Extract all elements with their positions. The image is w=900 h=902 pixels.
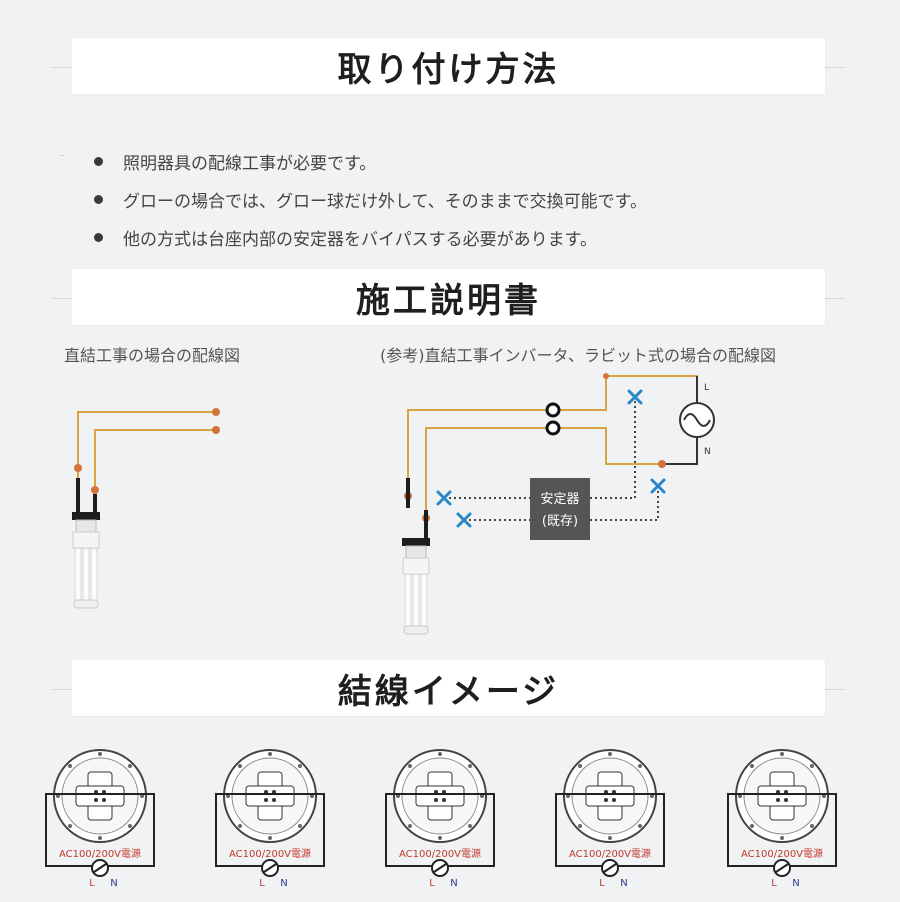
wire-junction-dot bbox=[91, 486, 99, 494]
wire-2 bbox=[425, 427, 662, 510]
power-label: AC100/200V電源 bbox=[59, 847, 141, 860]
section-title: 取り付け方法 bbox=[337, 49, 560, 90]
wire-connector-icon bbox=[545, 420, 561, 436]
wiring-diagrams: L N 安定器 (既存) bbox=[71, 373, 715, 635]
ballast-sub-label: (既存) bbox=[542, 514, 578, 529]
wire-end-dot bbox=[658, 460, 666, 468]
old-wire-dotted bbox=[590, 396, 636, 499]
wire-end-dot bbox=[603, 373, 609, 379]
wire-2 bbox=[94, 429, 216, 494]
wire-1 bbox=[77, 411, 216, 500]
inverter-wiring-diagram: L N 安定器 (既存) bbox=[401, 373, 715, 635]
direct-diagram-caption: 直結工事の場合の配線図 bbox=[64, 346, 241, 365]
header-rule-left bbox=[52, 689, 72, 690]
header-rule-left bbox=[52, 298, 72, 299]
section-construction-header: 施工説明書 bbox=[0, 269, 900, 329]
inverter-diagram-caption: (参考)直結工事インバータ、ラビット式の場合の配線図 bbox=[380, 346, 777, 365]
n-label: N bbox=[450, 878, 457, 889]
sine-wave-icon bbox=[683, 413, 711, 427]
list-item: 照明器具の配線工事が必要です。 bbox=[90, 142, 850, 180]
n-label: N bbox=[620, 878, 627, 889]
lead-wire bbox=[93, 494, 97, 512]
note-text: 他の方式は台座内部の安定器をバイパスする必要があります。 bbox=[123, 229, 597, 250]
l-label: L bbox=[771, 878, 777, 889]
direct-wiring-diagram bbox=[71, 408, 220, 609]
header-rule-left bbox=[52, 67, 72, 68]
header-box: 取り付け方法 bbox=[72, 38, 825, 94]
header-box: 結線イメージ bbox=[72, 660, 825, 716]
n-label: N bbox=[110, 878, 117, 889]
l-label: L bbox=[599, 878, 605, 889]
n-label: N bbox=[280, 878, 287, 889]
list-item: 他の方式は台座内部の安定器をバイパスする必要があります。 bbox=[90, 218, 850, 256]
lead-wire bbox=[76, 478, 80, 512]
power-label: AC100/200V電源 bbox=[229, 847, 311, 860]
bullet-icon bbox=[94, 232, 103, 242]
fixture-unit: AC100/200V電源 L N bbox=[215, 749, 325, 889]
l-label: L bbox=[259, 878, 265, 889]
l-label: L bbox=[429, 878, 435, 889]
led-bulb-icon bbox=[71, 511, 101, 609]
fixture-unit: AC100/200V電源 L N bbox=[555, 749, 665, 889]
note-text: 照明器具の配線工事が必要です。 bbox=[123, 153, 377, 174]
section-wiring-image-header: 結線イメージ bbox=[0, 660, 900, 720]
fixture-unit: AC100/200V電源 L N bbox=[385, 749, 495, 889]
terminal-l-label: L bbox=[704, 383, 709, 393]
wire-connector-icon bbox=[545, 402, 561, 418]
ballast-label: 安定器 bbox=[540, 492, 579, 507]
stray-mark: .. bbox=[60, 150, 65, 158]
terminal-n-label: N bbox=[704, 447, 711, 457]
bullet-icon bbox=[94, 194, 103, 204]
lead-wire bbox=[424, 510, 428, 538]
power-label: AC100/200V電源 bbox=[569, 847, 651, 860]
fixture-unit: AC100/200V電源 L N bbox=[727, 749, 837, 889]
header-box: 施工説明書 bbox=[72, 269, 825, 325]
note-text: グローの場合では、グロー球だけ外して、そのままで交換可能です。 bbox=[123, 191, 647, 212]
section-title: 結線イメージ bbox=[337, 671, 560, 712]
wire-junction-dot bbox=[74, 464, 82, 472]
header-rule-right bbox=[825, 689, 845, 690]
power-label: AC100/200V電源 bbox=[741, 847, 823, 860]
lead-wire bbox=[406, 478, 410, 508]
wire-end-dot bbox=[212, 426, 220, 434]
fixture-unit: AC100/200V電源 L N bbox=[45, 749, 155, 889]
section-install-header: 取り付け方法 bbox=[0, 38, 900, 98]
l-label: L bbox=[89, 878, 95, 889]
header-rule-right bbox=[825, 298, 845, 299]
cut-mark-icon bbox=[436, 389, 666, 528]
bullet-icon bbox=[94, 156, 103, 166]
n-label: N bbox=[792, 878, 799, 889]
led-bulb-icon bbox=[401, 537, 431, 635]
header-rule-right bbox=[825, 67, 845, 68]
old-wire-dotted bbox=[590, 486, 659, 521]
list-item: グローの場合では、グロー球だけ外して、そのままで交換可能です。 bbox=[90, 180, 850, 218]
section-title: 施工説明書 bbox=[356, 280, 541, 321]
wire-end-dot bbox=[212, 408, 220, 416]
ballast-box bbox=[530, 478, 590, 540]
power-label: AC100/200V電源 bbox=[399, 847, 481, 860]
install-notes-list: 照明器具の配線工事が必要です。 グローの場合では、グロー球だけ外して、そのままで… bbox=[90, 142, 850, 256]
fixture-row: AC100/200V電源 L N AC100/200V電源 L N AC100/… bbox=[45, 749, 837, 889]
